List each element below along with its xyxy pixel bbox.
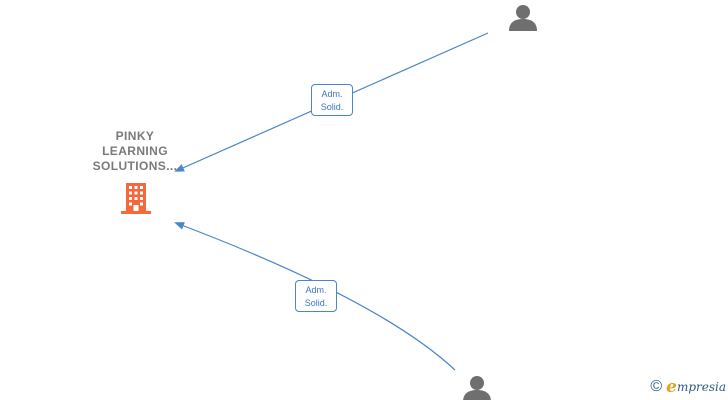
edge-label-line: Solid.: [304, 298, 328, 308]
brand-logo-initial: e: [666, 377, 677, 397]
company-name-line: PINKY: [115, 129, 155, 143]
edge-label-line: Solid.: [320, 102, 344, 112]
brand-logo-text: mpresia: [676, 380, 726, 394]
edge-line-2[interactable]: [174, 222, 456, 371]
edge-label-2[interactable]: Adm. Solid.: [295, 280, 337, 312]
person-icon[interactable]: [463, 376, 491, 400]
building-icon[interactable]: [121, 183, 151, 214]
company-name[interactable]: PINKY LEARNING SOLUTIONS...: [76, 129, 194, 174]
watermark: © e mpresia: [650, 377, 726, 397]
company-name-line: LEARNING: [102, 144, 168, 158]
person-icon[interactable]: [509, 5, 537, 31]
edge-label-line: Adm.: [305, 285, 327, 295]
edge-label-line: Adm.: [321, 89, 343, 99]
company-name-line: SOLUTIONS...: [92, 159, 178, 173]
edge-label-1[interactable]: Adm. Solid.: [311, 84, 353, 116]
copyright-symbol: ©: [650, 378, 663, 395]
